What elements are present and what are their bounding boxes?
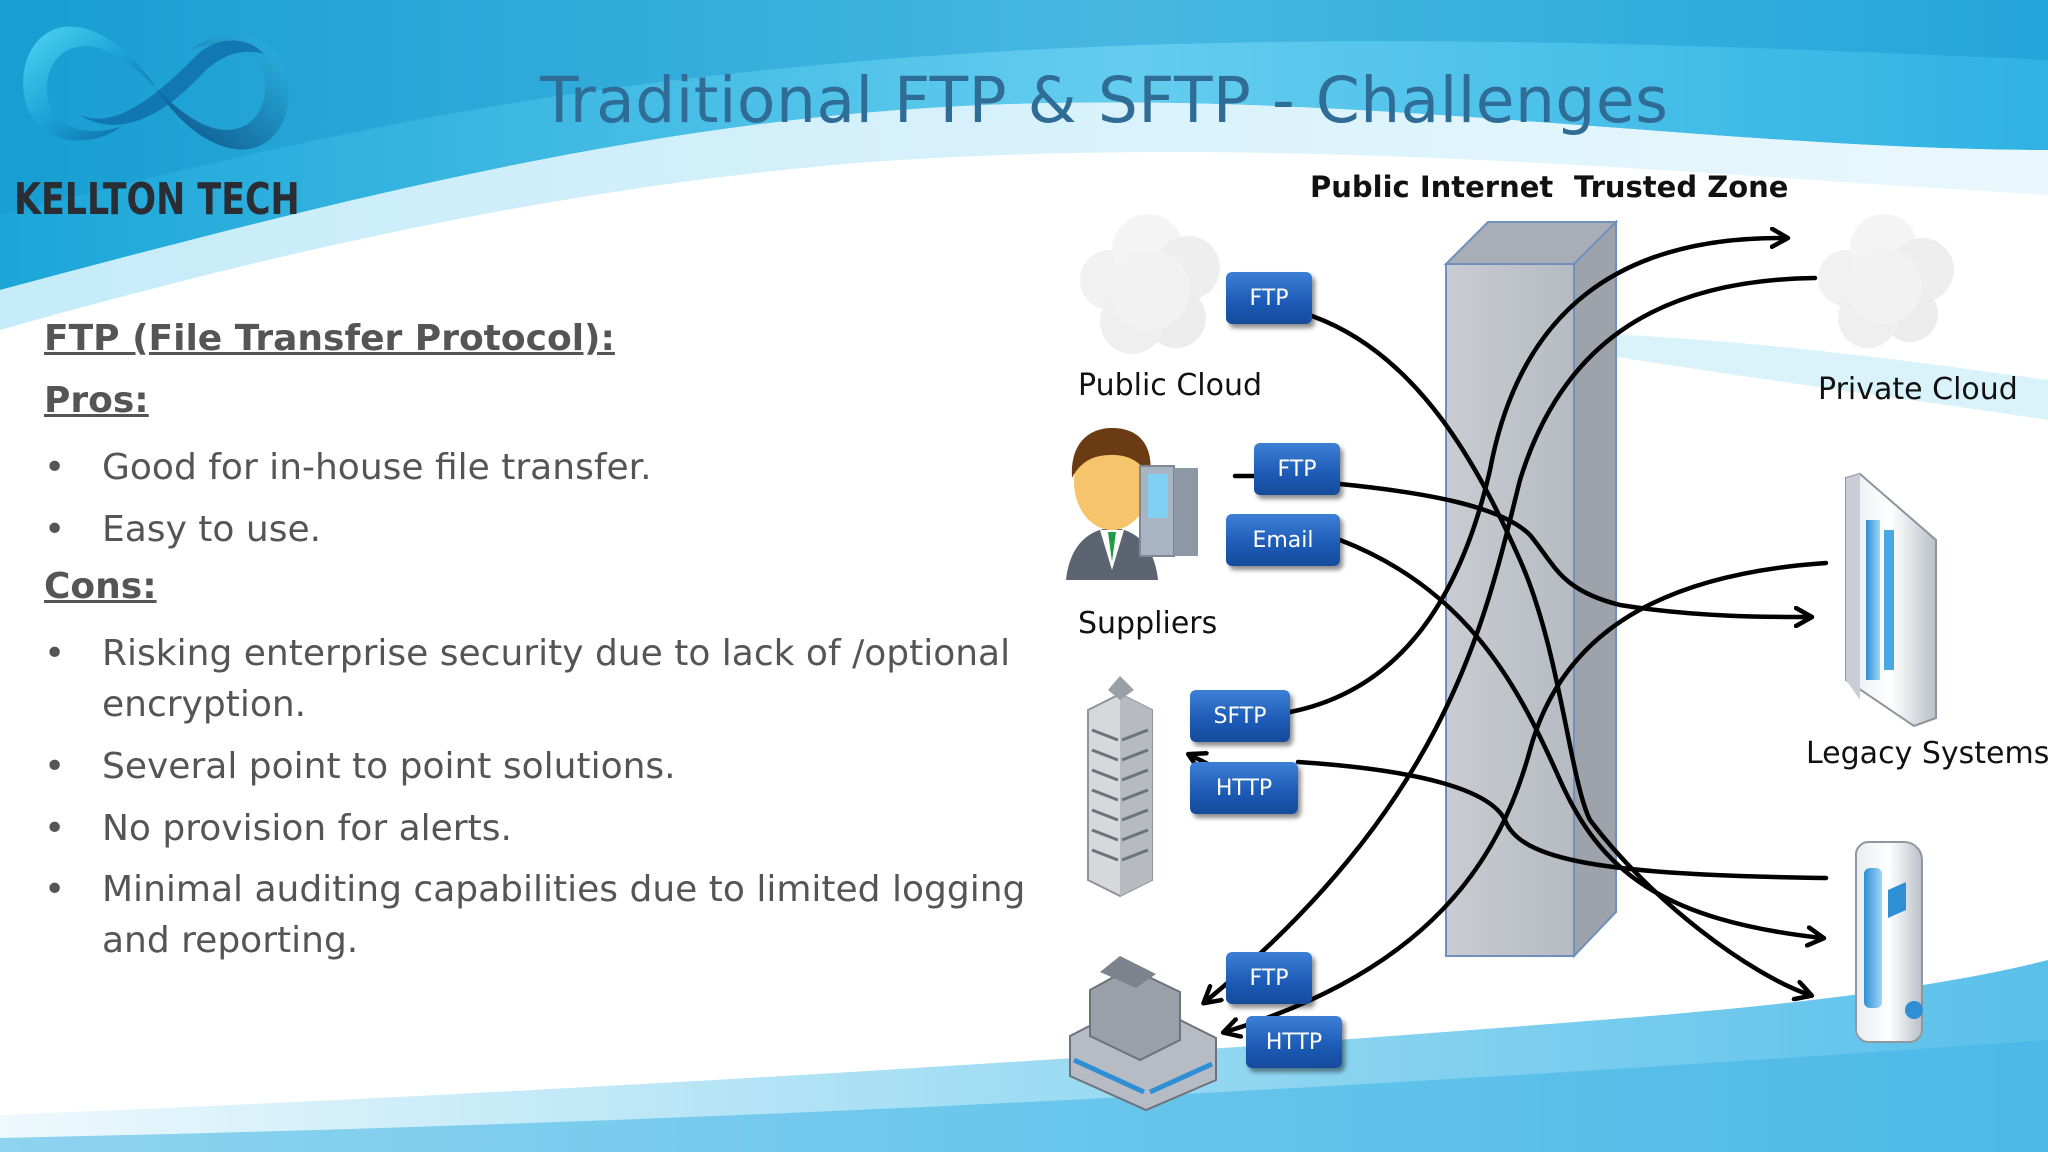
- cons-item-line: Minimal auditing capabilities due to lim…: [102, 869, 1026, 910]
- connector-line: [1205, 275, 1818, 1002]
- cons-item-line: Several point to point solutions.: [102, 746, 676, 787]
- connector-line: [1287, 238, 1786, 715]
- bullet: •: [44, 869, 66, 910]
- private-cloud-label: Private Cloud: [1818, 372, 2018, 407]
- http-protocol-box: HTTP: [1246, 1016, 1342, 1068]
- slide-title: Traditional FTP & SFTP - Challenges: [540, 64, 1669, 137]
- pros-item-text: Easy to use.: [102, 509, 322, 550]
- bullet: •: [44, 633, 66, 674]
- cons-heading: Cons:: [44, 566, 157, 607]
- bullet: •: [44, 808, 66, 849]
- connector-line: [1337, 481, 1810, 617]
- suppliers-label: Suppliers: [1078, 606, 1218, 641]
- cloud-icon: [1818, 214, 1954, 348]
- public-cloud-label: Public Cloud: [1078, 368, 1263, 403]
- connection-lines: [1190, 238, 1829, 1032]
- connector-line: [1225, 560, 1829, 1032]
- cloud-icon: [1080, 214, 1220, 354]
- cons-item-line: Risking enterprise security due to lack …: [102, 633, 1011, 674]
- cons-item-line: No provision for alerts.: [102, 808, 512, 849]
- computer-icon: [1139, 465, 1198, 557]
- connector-line: [1309, 313, 1810, 995]
- email-protocol-box: Email: [1226, 514, 1340, 566]
- ftp-protocol-box: FTP: [1226, 952, 1312, 1004]
- pros-heading: Pros:: [44, 380, 149, 421]
- server-icon: [1855, 841, 1923, 1043]
- supplier-person-icon: [1066, 428, 1158, 580]
- logo-text: KELLTON TECH: [14, 174, 300, 225]
- server-icon: [1845, 472, 1937, 728]
- legacy-systems-label: Legacy Systems: [1806, 736, 2048, 771]
- pros-item-text: Good for in-house file transfer.: [102, 447, 652, 488]
- cons-item-line: and reporting.: [102, 920, 359, 961]
- bullet: •: [44, 509, 66, 550]
- office-building-icon: [1069, 956, 1217, 1112]
- tower-building-icon: [1087, 676, 1153, 898]
- cons-item-line: encryption.: [102, 684, 307, 725]
- bullet: •: [44, 447, 66, 488]
- infinity-logo-icon: [23, 26, 289, 150]
- bullet: •: [44, 746, 66, 787]
- firewall-icon: [1443, 219, 1619, 959]
- trusted-zone-label: Trusted Zone: [1574, 170, 1789, 204]
- connector-line: [1295, 759, 1829, 881]
- ftp-protocol-box: FTP: [1254, 443, 1340, 495]
- ftp-protocol-box: FTP: [1226, 272, 1312, 324]
- ftp-heading: FTP (File Transfer Protocol):: [44, 318, 615, 359]
- http-protocol-box: HTTP: [1190, 762, 1298, 814]
- sftp-protocol-box: SFTP: [1190, 690, 1290, 742]
- public-internet-label: Public Internet: [1310, 170, 1554, 204]
